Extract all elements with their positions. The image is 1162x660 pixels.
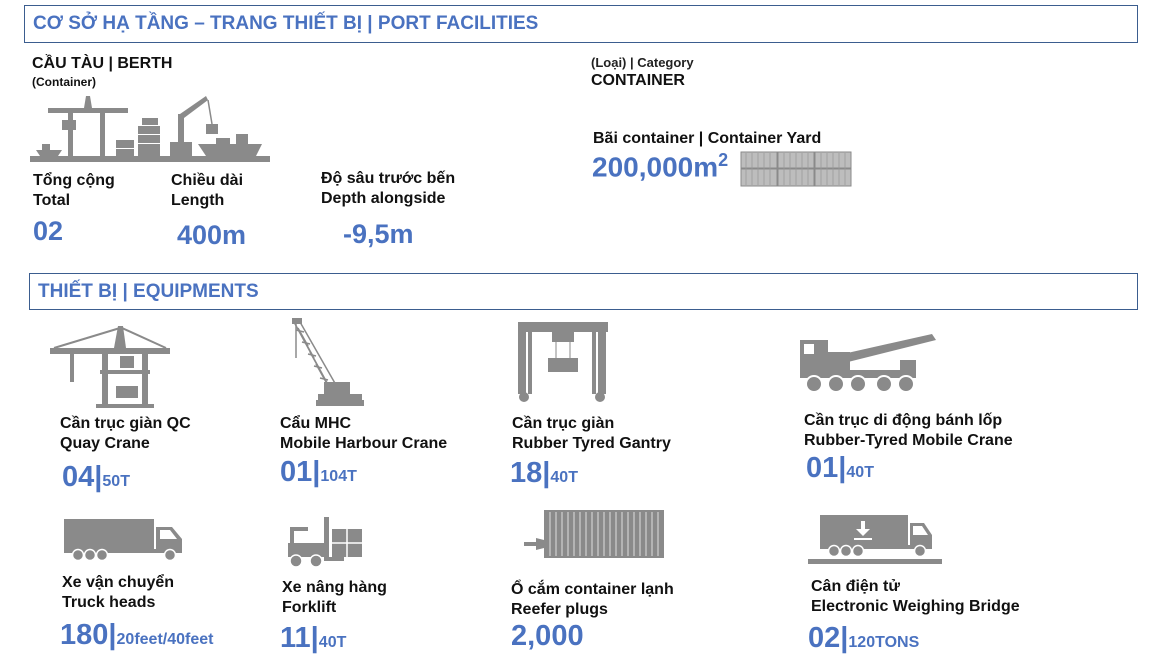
category-label: (Loại) | Category xyxy=(591,55,694,70)
stat-length-value: 400m xyxy=(177,220,247,250)
truck-icon xyxy=(64,519,184,561)
equipments-title: THIẾT BỊ | EQUIPMENTS xyxy=(38,280,259,302)
equipment-count-rubber-tyred-gantry: 18|40T xyxy=(510,457,578,489)
forklift-icon xyxy=(288,517,362,569)
equipment-count-mobile-crane: 01|40T xyxy=(806,452,874,484)
mobile-harbour-crane-icon xyxy=(288,318,368,408)
equipment-name-quay-crane: Cần trục giàn QC Quay Crane xyxy=(60,415,191,452)
equipment-count-reefer-plugs: 2,000 xyxy=(511,620,584,652)
stat-length-label: Chiều dài Length xyxy=(171,172,244,209)
port-illustration-icon xyxy=(30,94,270,164)
facilities-title: CƠ SỞ HẠ TẦNG – TRANG THIẾT BỊ | PORT FA… xyxy=(33,13,539,34)
stat-depth-value: -9,5m xyxy=(343,219,414,249)
mobile-crane-icon xyxy=(800,334,940,394)
category-value: CONTAINER xyxy=(591,72,685,89)
equipment-count-weighing-bridge: 02|120TONS xyxy=(808,622,920,654)
equipment-name-weighing-bridge: Cân điện tử Electronic Weighing Bridge xyxy=(811,578,1020,615)
equipment-name-rubber-tyred-gantry: Cần trục giàn Rubber Tyred Gantry xyxy=(512,415,671,452)
equipment-name-mobile-harbour-crane: Cẩu MHC Mobile Harbour Crane xyxy=(280,415,448,452)
stat-total-label: Tổng cộng Total xyxy=(33,172,115,209)
equipment-count-quay-crane: 04|50T xyxy=(62,461,130,493)
equipment-count-forklift: 11|40T xyxy=(280,622,347,654)
container-stack-icon xyxy=(740,151,852,187)
weighing-truck-icon xyxy=(808,515,942,565)
stat-total-value: 02 xyxy=(33,216,64,246)
berth-title: CẦU TÀU | BERTH xyxy=(32,55,173,72)
equipment-name-forklift: Xe nâng hàng Forklift xyxy=(282,579,387,616)
reefer-container-icon xyxy=(516,508,666,560)
equipment-name-truck: Xe vận chuyển Truck heads xyxy=(62,574,175,611)
equipment-count-truck: 180|20feet/40feet xyxy=(60,619,214,651)
rubber-tyred-gantry-icon xyxy=(512,318,612,402)
facilities-header: CƠ SỞ HẠ TẦNG – TRANG THIẾT BỊ | PORT FA… xyxy=(24,5,1138,43)
berth-subtitle: (Container) xyxy=(32,75,96,89)
yard-value: 200,000m2 xyxy=(592,150,729,183)
equipment-name-reefer-plugs: Ổ cắm container lạnh Reefer plugs xyxy=(511,581,674,618)
equipment-name-mobile-crane: Cần trục di động bánh lốp Rubber-Tyred M… xyxy=(804,412,1013,449)
equipments-header: THIẾT BỊ | EQUIPMENTS xyxy=(29,273,1138,310)
quay-crane-icon xyxy=(50,326,170,408)
equipment-count-mobile-harbour-crane: 01|104T xyxy=(280,456,357,488)
yard-label: Bãi container | Container Yard xyxy=(593,130,822,147)
stat-depth-label: Độ sâu trước bến Depth alongside xyxy=(321,170,456,207)
